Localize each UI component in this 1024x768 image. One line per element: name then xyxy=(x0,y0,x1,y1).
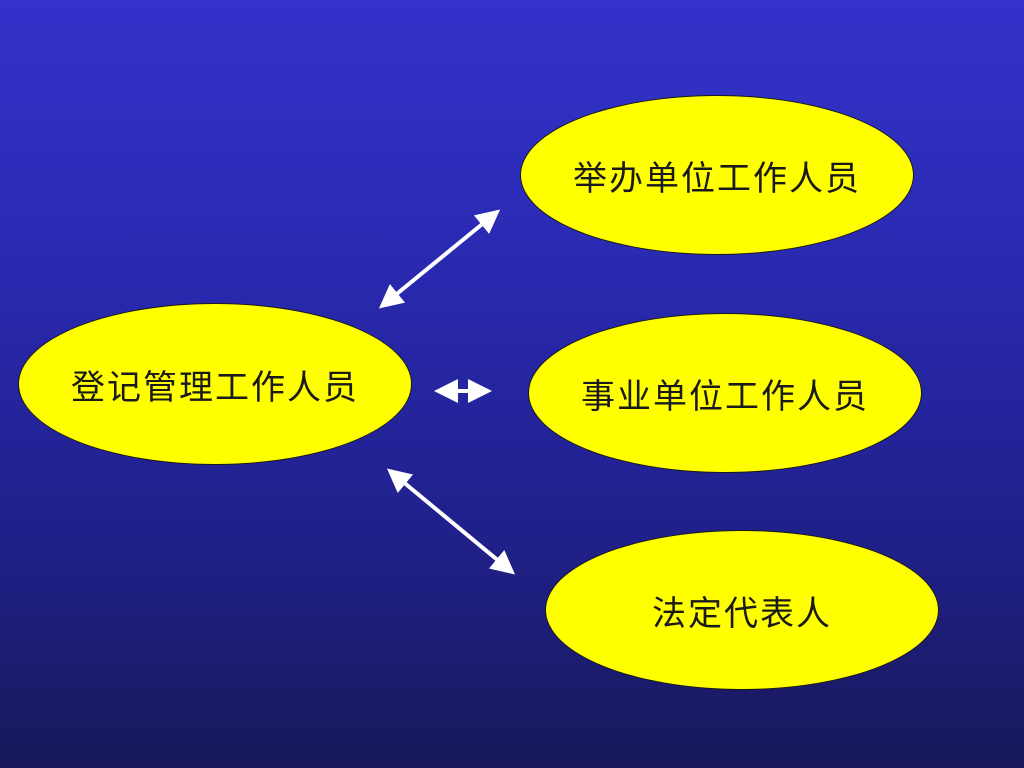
node-legal-representative: 法定代表人 xyxy=(545,530,939,690)
node-public-institution-staff: 事业单位工作人员 xyxy=(528,313,922,473)
node-legal-representative-label: 法定代表人 xyxy=(652,593,832,634)
node-registration-staff: 登记管理工作人员 xyxy=(18,303,412,465)
arrow-left-to-top xyxy=(378,209,501,309)
node-public-institution-staff-label: 事业单位工作人员 xyxy=(581,376,869,417)
arrow-left-to-bottom xyxy=(386,468,516,575)
node-sponsor-unit-staff-label: 举办单位工作人员 xyxy=(573,158,861,199)
node-sponsor-unit-staff: 举办单位工作人员 xyxy=(520,95,914,255)
node-registration-staff-label: 登记管理工作人员 xyxy=(71,367,359,408)
